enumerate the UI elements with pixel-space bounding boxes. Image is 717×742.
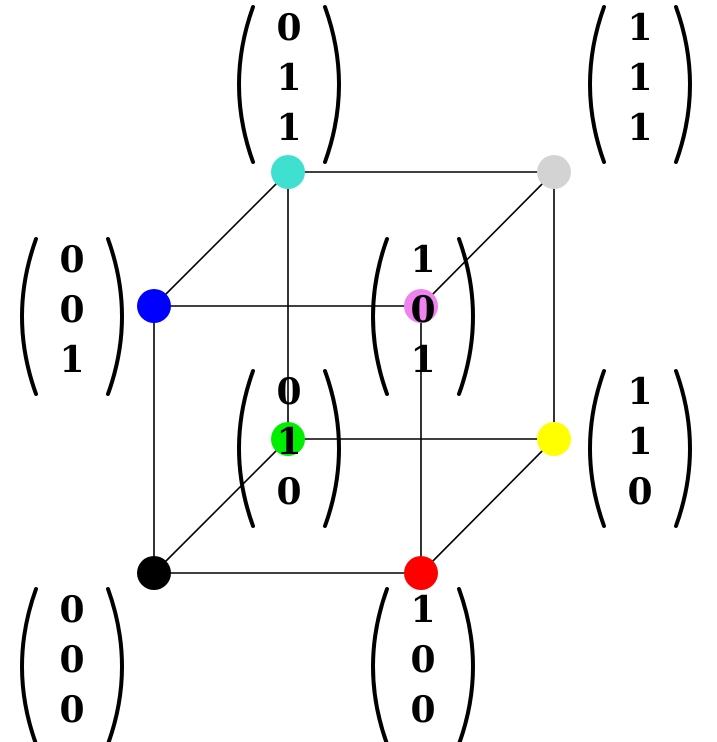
vector-component: 1 bbox=[410, 239, 435, 281]
edge-v001-v011 bbox=[153, 171, 289, 307]
vector-label-v101: 1 0 1 bbox=[371, 237, 475, 396]
left-parenthesis bbox=[371, 587, 389, 742]
right-parenthesis bbox=[323, 5, 341, 164]
vector-component: 0 bbox=[59, 689, 84, 731]
cube-edges bbox=[153, 171, 555, 574]
vector-label-v010: 0 1 0 bbox=[237, 369, 341, 528]
vector-component: 0 bbox=[59, 589, 84, 631]
vector-component: 1 bbox=[410, 339, 435, 381]
left-parenthesis bbox=[588, 5, 606, 164]
left-parenthesis bbox=[371, 237, 389, 396]
vector-label-v111: 1 1 1 bbox=[588, 5, 692, 164]
vector-component: 1 bbox=[627, 107, 652, 149]
vector-label-v001: 0 0 1 bbox=[20, 237, 124, 396]
right-parenthesis bbox=[457, 237, 475, 396]
vector-component: 0 bbox=[59, 639, 84, 681]
vector-component: 1 bbox=[410, 589, 435, 631]
vector-component: 0 bbox=[276, 371, 301, 413]
vector-component: 1 bbox=[627, 421, 652, 463]
vector-component: 1 bbox=[627, 7, 652, 49]
vector-component: 0 bbox=[276, 7, 301, 49]
left-parenthesis bbox=[237, 5, 255, 164]
vector-component: 1 bbox=[276, 57, 301, 99]
vector-component: 1 bbox=[627, 371, 652, 413]
vertex-v100 bbox=[404, 556, 438, 590]
cube-vertices bbox=[137, 155, 571, 590]
vector-component: 0 bbox=[59, 239, 84, 281]
vector-component: 0 bbox=[410, 689, 435, 731]
left-parenthesis bbox=[20, 587, 38, 742]
right-parenthesis bbox=[674, 5, 692, 164]
vertex-v111 bbox=[537, 155, 571, 189]
vector-component: 1 bbox=[276, 107, 301, 149]
vector-component: 0 bbox=[276, 471, 301, 513]
vector-component: 1 bbox=[276, 421, 301, 463]
vertex-v011 bbox=[271, 155, 305, 189]
vector-component: 1 bbox=[59, 339, 84, 381]
vector-component: 0 bbox=[410, 639, 435, 681]
vector-component: 0 bbox=[627, 471, 652, 513]
right-parenthesis bbox=[106, 237, 124, 396]
vertex-v010 bbox=[271, 422, 305, 456]
edge-v000-v010 bbox=[153, 438, 289, 574]
vertex-v000 bbox=[137, 556, 171, 590]
vertex-v001 bbox=[137, 289, 171, 323]
vector-component: 0 bbox=[410, 289, 435, 331]
right-parenthesis bbox=[674, 369, 692, 528]
right-parenthesis bbox=[457, 587, 475, 742]
left-parenthesis bbox=[20, 237, 38, 396]
vector-label-v110: 1 1 0 bbox=[588, 369, 692, 528]
vector-label-v100: 1 0 0 bbox=[371, 587, 475, 742]
right-parenthesis bbox=[323, 369, 341, 528]
vertex-v110 bbox=[537, 422, 571, 456]
vertex-vector-labels: 0 0 0 1 0 0 1 1 0 0 0 1 0 1 1 1 1 1 bbox=[20, 5, 692, 742]
vector-component: 0 bbox=[59, 289, 84, 331]
vector-component: 1 bbox=[627, 57, 652, 99]
vector-label-v011: 0 1 1 bbox=[237, 5, 341, 164]
vector-label-v000: 0 0 0 bbox=[20, 587, 124, 742]
right-parenthesis bbox=[106, 587, 124, 742]
edge-v100-v110 bbox=[420, 438, 555, 574]
left-parenthesis bbox=[588, 369, 606, 528]
edge-v101-v111 bbox=[420, 171, 555, 307]
vertex-v101 bbox=[404, 289, 438, 323]
left-parenthesis bbox=[237, 369, 255, 528]
